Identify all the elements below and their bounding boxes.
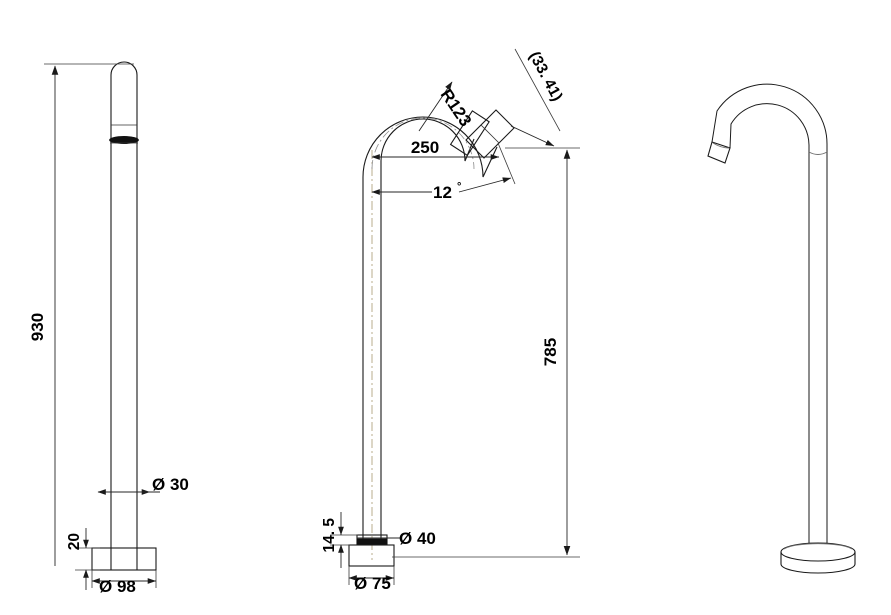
outlet-nozzle-collar	[449, 110, 490, 157]
outlet-nozzle-group	[449, 110, 490, 157]
iso-spout-inner-arc	[729, 103, 810, 149]
dim-label-3341: (33. 41)	[525, 49, 565, 104]
spout-centerline-arc	[371, 117, 475, 170]
dim-line-3341	[510, 125, 555, 147]
riser-outline-left	[110, 61, 138, 570]
dim-label-d40: Ø 40	[399, 529, 436, 548]
iso-spout-outer-arc	[711, 83, 828, 146]
right-view-group	[707, 83, 856, 574]
dim-label-d30: Ø 30	[152, 475, 189, 494]
iso-outlet-tip	[707, 141, 731, 164]
iso-base-side	[780, 552, 856, 574]
middle-view-group: 250 12 ° R123 (33. 41) 785 14. 5	[321, 48, 580, 593]
dim-leader-r123	[418, 81, 453, 132]
dim-label-930: 930	[28, 313, 47, 341]
base-plate-mid	[348, 544, 395, 567]
iso-outlet-tip-ring	[712, 142, 730, 149]
dim-label-145: 14. 5	[321, 518, 338, 553]
aerator-band-left	[109, 135, 139, 144]
left-view-group: 930 20 Ø 30 Ø 98	[28, 61, 189, 596]
dim-label-785: 785	[541, 338, 560, 366]
dim-label-d75: Ø 75	[354, 574, 391, 593]
ext-line-12deg-outlet	[497, 142, 516, 185]
dim-label-20: 20	[66, 533, 83, 550]
ext-line-3341-upper	[514, 48, 561, 132]
dim-label-d98: Ø 98	[99, 577, 136, 596]
dim-label-12deg-suffix: °	[457, 181, 461, 193]
outlet-nozzle-body	[465, 109, 515, 159]
outlet-nozzle-split	[480, 124, 500, 144]
spout-inner-arc	[380, 118, 475, 162]
dim-label-12deg: 12	[433, 183, 452, 202]
base-plate-left	[91, 547, 157, 571]
dim-label-250: 250	[411, 138, 439, 157]
iso-base-top-highlight	[783, 543, 853, 550]
collar-band-mid	[356, 538, 388, 545]
dim-leader-12deg-right	[458, 177, 512, 193]
iso-riser-joint-ellipse	[808, 151, 828, 155]
